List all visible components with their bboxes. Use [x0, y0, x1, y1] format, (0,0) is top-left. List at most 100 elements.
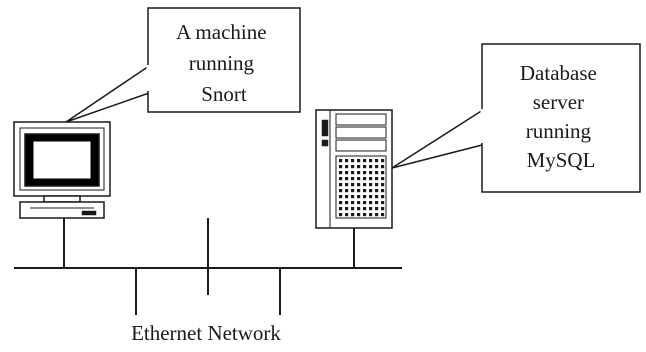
grille-vent-hole [363, 159, 367, 163]
drive-bay-3 [335, 139, 387, 152]
grille-vent-hole [351, 177, 355, 181]
tower-grille [335, 155, 387, 219]
grille-vent-hole [345, 189, 349, 193]
network-label: Ethernet Network [131, 321, 281, 345]
grille-vent-hole [369, 207, 373, 211]
grille-vent-hole [351, 213, 355, 217]
grille-vent-hole [375, 177, 379, 181]
grille-vent-hole [357, 177, 361, 181]
grille-vent-hole [357, 195, 361, 199]
svg-text:A machine running: A machine running Snort [176, 20, 272, 106]
grille-vent-hole [363, 189, 367, 193]
callout-snort-line-2: running [189, 51, 255, 75]
power-button [321, 139, 329, 147]
drive-slot [321, 119, 329, 137]
grille-vent-hole [357, 183, 361, 187]
grille-vent-hole [369, 213, 373, 217]
grille-vent-hole [339, 195, 343, 199]
drive-bay-2 [335, 126, 387, 139]
grille-vent-hole [345, 195, 349, 199]
grille-vent-hole [345, 207, 349, 211]
grille-vent-hole [345, 183, 349, 187]
grille-vent-hole [375, 213, 379, 217]
grille-vent-hole [363, 171, 367, 175]
grille-vent-hole [381, 177, 385, 181]
grille-vent-hole [363, 201, 367, 205]
grille-vent-hole [351, 183, 355, 187]
grille-vent-hole [357, 201, 361, 205]
monitor-stand [43, 195, 81, 203]
callout-snort-line-1: A machine [176, 20, 266, 44]
callout-snort: A machine running Snort [65, 7, 301, 123]
grille-vent-hole [339, 183, 343, 187]
ethernet-bus [14, 218, 402, 315]
grille-vent-hole [339, 177, 343, 181]
grille-vent-hole [369, 171, 373, 175]
grille-vent-hole [369, 189, 373, 193]
callout-mysql-line-3: running [526, 119, 592, 143]
grille-vent-hole [381, 213, 385, 217]
grille-vent-hole [381, 165, 385, 169]
grille-vent-hole [357, 165, 361, 169]
grille-vent-hole [363, 195, 367, 199]
grille-vent-hole [381, 201, 385, 205]
grille-vent-hole [339, 171, 343, 175]
grille-vent-hole [381, 207, 385, 211]
grille-vent-hole [375, 159, 379, 163]
grille-vent-hole [339, 189, 343, 193]
grille-vent-hole [345, 213, 349, 217]
grille-vent-hole [351, 171, 355, 175]
grille-vents [339, 159, 385, 217]
tower-server-icon [315, 109, 393, 229]
grille-vent-hole [363, 207, 367, 211]
grille-vent-hole [345, 171, 349, 175]
grille-vent-hole [345, 165, 349, 169]
grille-vent-hole [375, 195, 379, 199]
grille-vent-hole [363, 213, 367, 217]
grille-vent-hole [369, 177, 373, 181]
callout-snort-pointer [65, 62, 153, 123]
grille-vent-hole [351, 207, 355, 211]
grille-vent-hole [375, 207, 379, 211]
grille-vent-hole [363, 177, 367, 181]
grille-vent-hole [369, 183, 373, 187]
monitor-screen-inner [30, 138, 94, 182]
grille-vent-hole [375, 183, 379, 187]
grille-vent-hole [351, 189, 355, 193]
grille-vent-hole [351, 195, 355, 199]
base-button [81, 210, 97, 216]
grille-vent-hole [381, 183, 385, 187]
grille-vent-hole [351, 201, 355, 205]
grille-vent-hole [357, 171, 361, 175]
grille-vent-hole [381, 195, 385, 199]
grille-vent-hole [357, 213, 361, 217]
grille-vent-hole [357, 159, 361, 163]
callout-mysql-box [481, 43, 641, 193]
grille-vent-hole [345, 177, 349, 181]
grille-vent-hole [339, 207, 343, 211]
grille-vent-hole [375, 201, 379, 205]
grille-vent-hole [351, 165, 355, 169]
grille-vent-hole [369, 201, 373, 205]
desktop-computer-icon [13, 121, 111, 219]
grille-vent-hole [363, 165, 367, 169]
grille-vent-hole [357, 207, 361, 211]
callout-mysql-line-1: Database [520, 61, 597, 85]
callout-mysql-line-4: MySQL [527, 148, 596, 172]
grille-vent-hole [375, 165, 379, 169]
grille-vent-hole [351, 159, 355, 163]
grille-vent-hole [381, 159, 385, 163]
grille-vent-hole [339, 213, 343, 217]
grille-vent-hole [369, 165, 373, 169]
drive-bay-1 [335, 113, 387, 126]
grille-vent-hole [369, 195, 373, 199]
grille-vent-hole [381, 171, 385, 175]
grille-vent-hole [357, 189, 361, 193]
grille-vent-hole [339, 165, 343, 169]
svg-text:Database server ru: Database server running MySQL [520, 61, 602, 172]
grille-vent-hole [345, 159, 349, 163]
grille-vent-hole [375, 171, 379, 175]
grille-vent-hole [375, 189, 379, 193]
grille-vent-hole [381, 189, 385, 193]
